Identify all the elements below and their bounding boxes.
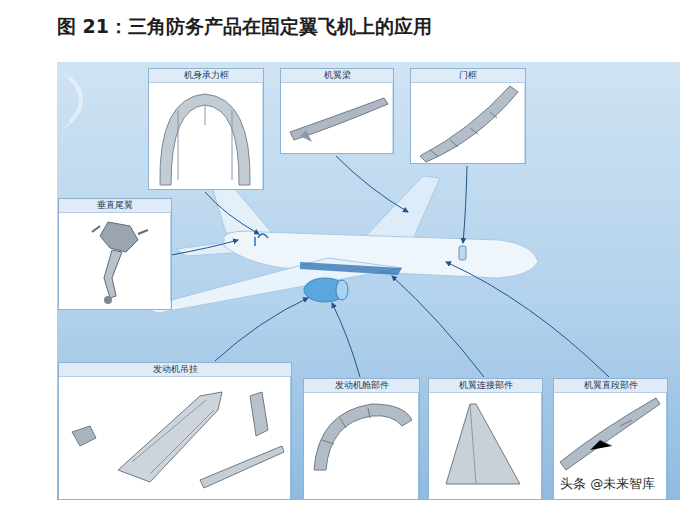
- part-callout-box: 发动机舱部件: [303, 378, 420, 500]
- figure-title: 图 21：三角防务产品在固定翼飞机上的应用: [57, 14, 432, 40]
- part-callout-box: 门框: [410, 68, 526, 164]
- part-name: 发动机吊挂: [59, 363, 291, 377]
- part-callout-box: 垂直尾翼: [58, 198, 172, 310]
- part-callout-box: 机翼连接部件: [428, 378, 543, 500]
- part-name: 发动机舱部件: [304, 379, 419, 393]
- background-panel: [57, 62, 680, 500]
- watermark: 头条 @未来智库: [557, 476, 658, 492]
- airplane: [142, 176, 538, 313]
- part-callout-box: 机身承力框: [148, 68, 264, 190]
- part-name: 门框: [411, 69, 525, 83]
- part-name: 机翼梁: [281, 69, 393, 83]
- part-pictures: [58, 68, 666, 500]
- part-name: 机翼直段部件: [554, 379, 667, 393]
- part-name: 机身承力框: [149, 69, 263, 83]
- part-name: 垂直尾翼: [59, 199, 171, 213]
- part-name: 机翼连接部件: [429, 379, 542, 393]
- part-callout-box: 发动机吊挂: [58, 362, 292, 500]
- part-callout-box: 机翼梁: [280, 68, 394, 154]
